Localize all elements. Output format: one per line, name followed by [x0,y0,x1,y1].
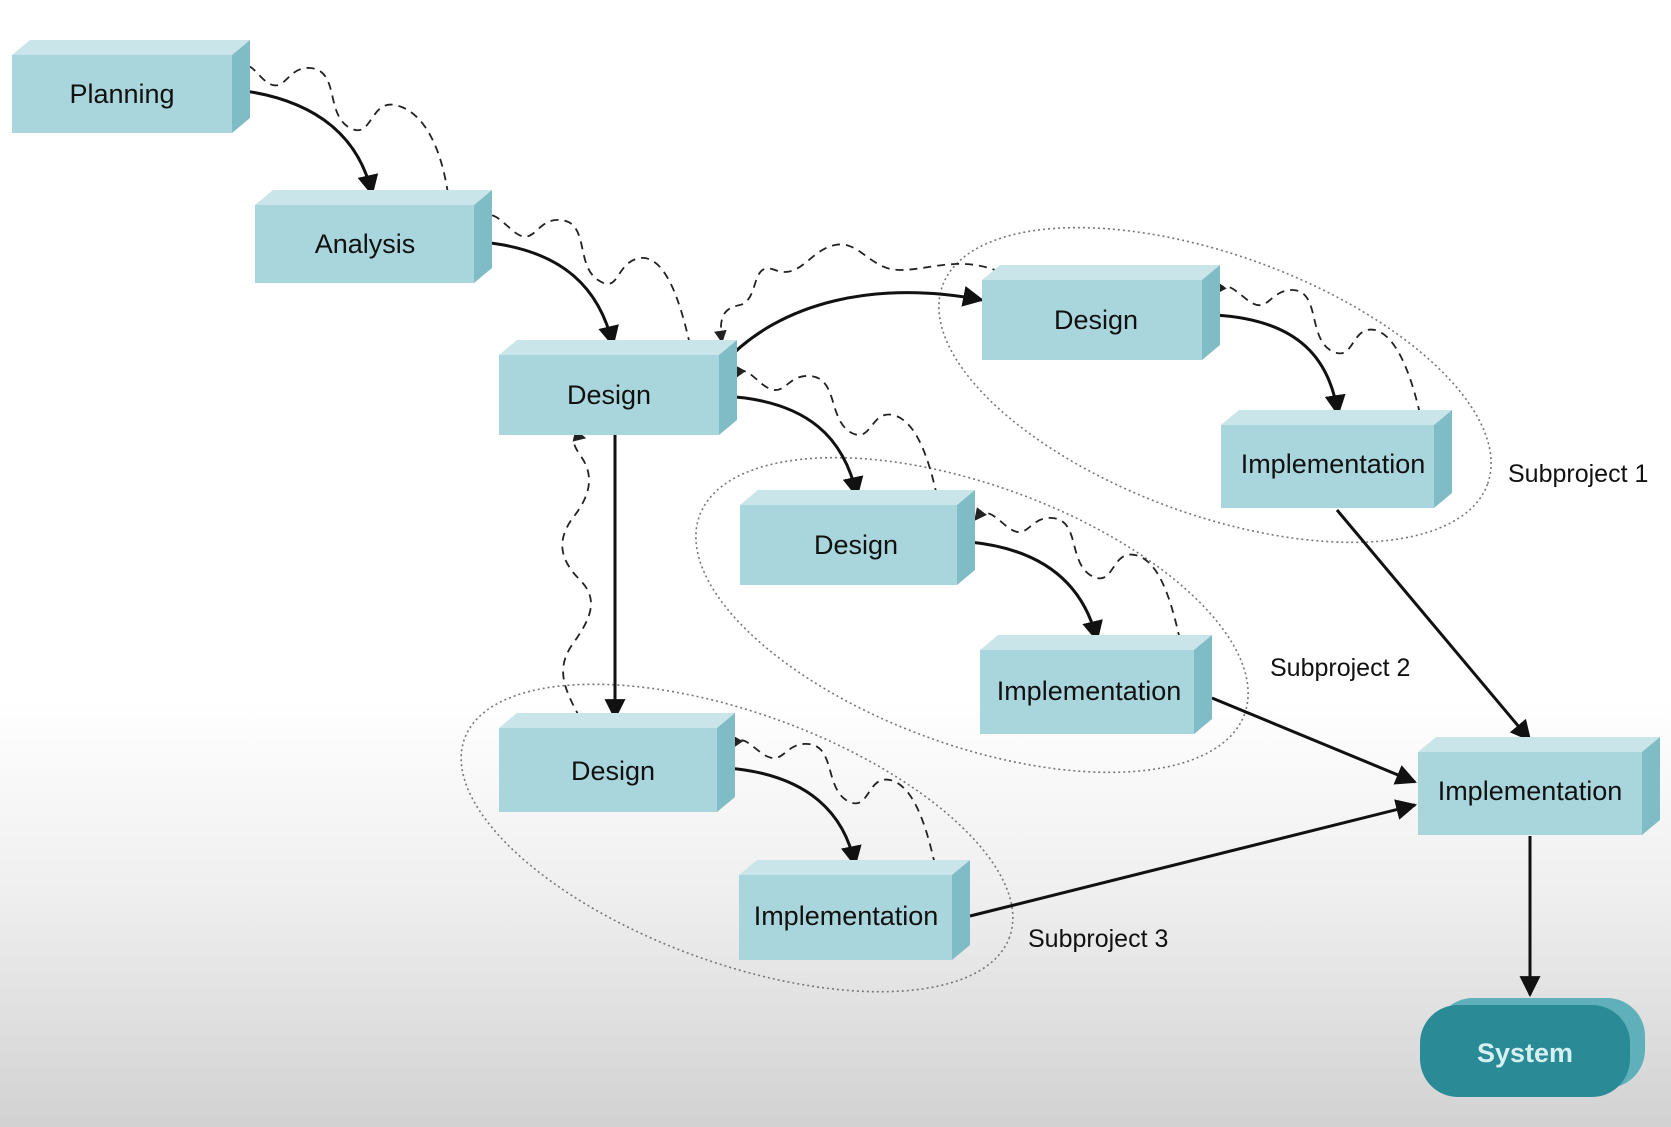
box-side [952,860,970,960]
arrow-impl2-final [1211,696,1417,785]
box-front [739,875,952,960]
node-system: System [1420,998,1645,1097]
subproject-2-outline [695,456,1249,774]
box-front [980,650,1194,734]
flow-arrows [237,88,1541,998]
feedback-impl2-design2 [974,507,1181,641]
subproject-3-label: Subproject 3 [1028,925,1168,953]
node-implementation-sub3: Implementation [739,860,970,960]
box-top [982,265,1220,280]
feedback-design2-design [734,365,938,497]
node-design-sub3: Design [499,713,735,812]
box-front [499,355,719,435]
arrow-design3-impl3 [727,766,862,868]
node-label-design-main: Design [567,380,651,410]
node-label-design-sub1: Design [1054,305,1138,335]
box-top [1221,410,1452,425]
box-top [499,713,735,728]
box-front [255,205,474,283]
box-side [1202,265,1220,360]
node-design-main: Design [499,340,737,435]
node-label-implementation-sub2: Implementation [997,676,1182,706]
system-body [1420,1005,1630,1097]
box-side [719,340,737,435]
box-front [499,728,717,812]
box-front [1418,752,1642,835]
arrow-analysis-design [481,240,619,348]
arrow-design-design2 [721,394,864,499]
box-side [1434,410,1452,508]
node-design-sub1: Design [982,265,1220,360]
node-label-implementation-final: Implementation [1438,776,1623,806]
box-top [12,40,250,55]
box-front [740,505,957,585]
box-side [957,490,975,585]
node-label-planning: Planning [69,79,174,109]
feedback-design1-design [714,243,1001,344]
box-side [717,713,735,812]
node-label-design-sub3: Design [571,756,655,786]
box-top [1418,737,1660,752]
box-side [474,190,492,283]
node-implementation-final: Implementation [1418,737,1660,835]
box-side [1642,737,1660,835]
box-top [740,490,975,505]
node-label-implementation-sub1: Implementation [1241,449,1426,479]
box-top [980,635,1212,650]
feedback-arrows [237,61,1421,866]
node-implementation-sub2: Implementation [980,635,1212,734]
box-top [499,340,737,355]
box-top [739,860,970,875]
arrow-planning-analysis [237,88,379,197]
subproject-3-outline [460,683,1014,993]
arrow-design2-impl2 [969,540,1103,643]
subproject-2-label: Subproject 2 [1270,654,1410,682]
box-front [12,55,232,133]
box-front [1221,425,1434,508]
arrow-design-design1 [720,286,985,366]
node-analysis: Analysis [255,190,492,283]
node-label-analysis: Analysis [315,229,416,259]
feedback-impl1-design1 [1214,281,1421,415]
box-side [1194,635,1212,734]
arrow-design1-impl1 [1214,313,1346,417]
node-label-design-sub2: Design [814,530,898,560]
node-planning: Planning [12,40,250,133]
box-front [982,280,1202,360]
node-label-implementation-sub3: Implementation [754,901,939,931]
subproject-1-outline [938,226,1492,544]
node-label-system: System [1477,1038,1573,1068]
node-design-sub2: Design [740,490,975,585]
arrow-impl3-final [969,799,1418,918]
box-top [255,190,492,205]
box-side [232,40,250,133]
feedback-analysis-planning [237,61,449,195]
subproject-1-label: Subproject 1 [1508,460,1648,488]
feedback-design3-design [561,429,592,719]
node-implementation-sub1: Implementation [1221,410,1452,508]
feedback-design-analysis [481,209,691,346]
arrow-impl1-final [1335,509,1532,742]
feedback-impl3-design3 [731,735,936,866]
